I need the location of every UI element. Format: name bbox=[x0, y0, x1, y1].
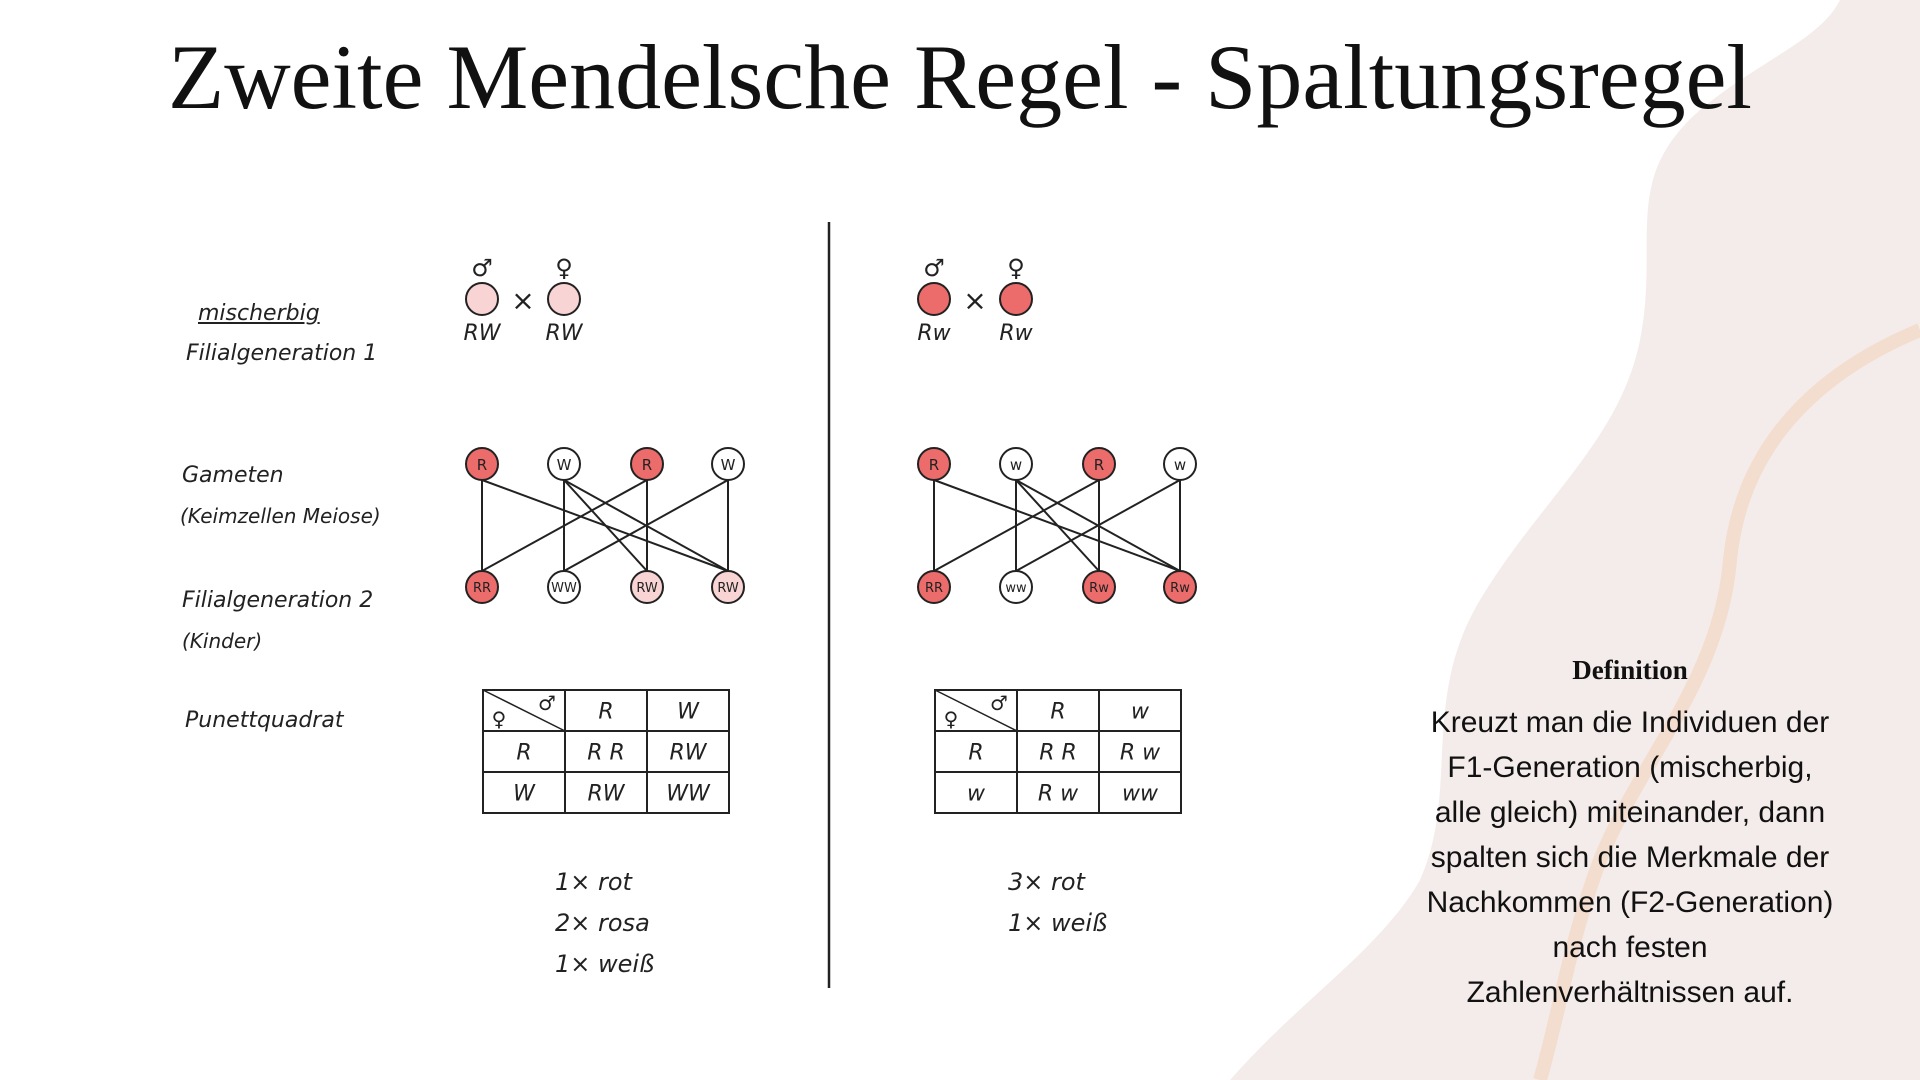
label-gameten: Gameten bbox=[182, 463, 284, 488]
left-punnett-male-symbol: ♂ bbox=[538, 691, 556, 715]
left-result-1: 1× rot bbox=[555, 868, 632, 896]
left-result-2: 2× rosa bbox=[555, 909, 650, 937]
right-result-2: 1× weiß bbox=[1008, 909, 1108, 937]
left-gamete-1-circle bbox=[465, 447, 499, 481]
right-punnett-frame bbox=[934, 689, 1182, 814]
right-cross-symbol: × bbox=[963, 284, 986, 317]
left-parent-2-genotype: RW bbox=[545, 321, 583, 346]
left-parent-2-sex-symbol: ♀ bbox=[555, 254, 573, 282]
label-filialgeneration-1: Filialgeneration 1 bbox=[186, 341, 378, 366]
left-punnett-diagonal bbox=[482, 689, 566, 732]
left-parent-2-circle bbox=[547, 282, 581, 316]
label-mischerbig: mischerbig bbox=[198, 301, 320, 326]
right-parent-1-circle bbox=[917, 282, 951, 316]
right-punnett-cell: R w bbox=[1120, 741, 1161, 766]
definition-title: Definition bbox=[1572, 655, 1688, 685]
left-gamete-4-circle bbox=[711, 447, 745, 481]
left-gamete-2-circle bbox=[547, 447, 581, 481]
label-punnettquadrat: Punettquadrat bbox=[185, 708, 344, 733]
right-results: 3× rot 1× weiß bbox=[1008, 862, 1107, 944]
label-kinder: (Kinder) bbox=[182, 629, 263, 653]
left-parent-1-genotype: RW bbox=[463, 321, 501, 346]
left-punnett-cell: R R bbox=[587, 741, 625, 766]
background-wave-shape bbox=[1230, 0, 1920, 1080]
left-punnett-frame bbox=[482, 689, 730, 814]
left-results: 1× rot 2× rosa 1× weiß bbox=[555, 862, 654, 985]
right-child-1-label: RR bbox=[925, 581, 943, 596]
left-punnett-col-header: R bbox=[598, 700, 613, 725]
right-child-1-circle bbox=[917, 570, 951, 604]
right-child-2-circle bbox=[999, 570, 1033, 604]
right-connection-line bbox=[933, 479, 1100, 572]
right-parent-2-genotype: Rw bbox=[999, 321, 1033, 346]
right-punnett-female-symbol: ♀ bbox=[944, 707, 959, 731]
right-child-3-circle bbox=[1082, 570, 1116, 604]
left-connection-line bbox=[481, 479, 648, 572]
left-punnett-cell: RW bbox=[587, 782, 625, 807]
right-parent-2-sex-symbol: ♀ bbox=[1007, 254, 1025, 282]
label-keimzellen: (Keimzellen Meiose) bbox=[180, 504, 381, 528]
right-punnett-row-header: R bbox=[968, 741, 983, 766]
left-gamete-1-label: R bbox=[477, 456, 487, 474]
right-child-2-label: ww bbox=[1005, 581, 1027, 596]
right-child-3-label: Rw bbox=[1089, 581, 1109, 596]
left-child-1-circle bbox=[465, 570, 499, 604]
right-gamete-3-label: R bbox=[1094, 456, 1104, 474]
left-gamete-3-label: R bbox=[642, 456, 652, 474]
left-child-2-circle bbox=[547, 570, 581, 604]
right-punnett-col-header: w bbox=[1131, 700, 1150, 725]
left-child-1-label: RR bbox=[473, 581, 491, 596]
right-result-1: 3× rot bbox=[1008, 868, 1085, 896]
definition-text: Kreuzt man die Individuen der F1-Generat… bbox=[1426, 706, 1834, 1009]
left-punnett-row-header: W bbox=[513, 782, 536, 807]
right-gamete-1-label: R bbox=[929, 456, 939, 474]
right-punnett-male-symbol: ♂ bbox=[990, 691, 1008, 715]
left-result-3: 1× weiß bbox=[555, 950, 655, 978]
left-child-2-label: WW bbox=[551, 581, 577, 596]
label-filialgeneration-2: Filialgeneration 2 bbox=[182, 588, 374, 613]
right-connection-line bbox=[1015, 479, 1181, 572]
left-child-3-circle bbox=[630, 570, 664, 604]
right-punnett-col-header: R bbox=[1050, 700, 1065, 725]
right-punnett-diagonal bbox=[934, 689, 1018, 732]
right-gamete-3-circle bbox=[1082, 447, 1116, 481]
right-child-4-label: Rw bbox=[1170, 581, 1190, 596]
left-punnett-female-symbol: ♀ bbox=[492, 707, 507, 731]
left-connection-line bbox=[563, 479, 729, 572]
left-gamete-3-circle bbox=[630, 447, 664, 481]
right-parent-1-sex-symbol: ♂ bbox=[923, 254, 945, 282]
left-connection-line bbox=[563, 479, 648, 572]
right-punnett-cell: R R bbox=[1039, 741, 1077, 766]
right-punnett-cell: R w bbox=[1038, 782, 1079, 807]
right-gamete-2-label: w bbox=[1010, 456, 1022, 474]
background-wave-accent bbox=[1533, 323, 1920, 1080]
left-punnett-cell: WW bbox=[666, 782, 711, 807]
left-gamete-2-label: W bbox=[557, 456, 572, 474]
left-punnett-col-header: W bbox=[677, 700, 700, 725]
right-punnett-cell: ww bbox=[1122, 782, 1159, 807]
right-parent-1-genotype: Rw bbox=[917, 321, 951, 346]
left-punnett-row-header: R bbox=[516, 741, 531, 766]
right-punnett-row-header: w bbox=[967, 782, 986, 807]
left-parent-1-circle bbox=[465, 282, 499, 316]
left-child-4-label: RW bbox=[717, 581, 739, 596]
right-gamete-1-circle bbox=[917, 447, 951, 481]
right-gamete-4-circle bbox=[1163, 447, 1197, 481]
right-connection-line bbox=[1015, 479, 1100, 572]
left-cross-symbol: × bbox=[511, 284, 534, 317]
left-child-4-circle bbox=[711, 570, 745, 604]
left-child-3-label: RW bbox=[636, 581, 658, 596]
left-parent-1-sex-symbol: ♂ bbox=[471, 254, 493, 282]
left-punnett-cell: RW bbox=[669, 741, 707, 766]
right-parent-2-circle bbox=[999, 282, 1033, 316]
right-child-4-circle bbox=[1163, 570, 1197, 604]
right-gamete-4-label: w bbox=[1174, 456, 1186, 474]
right-gamete-2-circle bbox=[999, 447, 1033, 481]
left-gamete-4-label: W bbox=[721, 456, 736, 474]
page-title: Zweite Mendelsche Regel - Spaltungsregel bbox=[168, 26, 1752, 128]
